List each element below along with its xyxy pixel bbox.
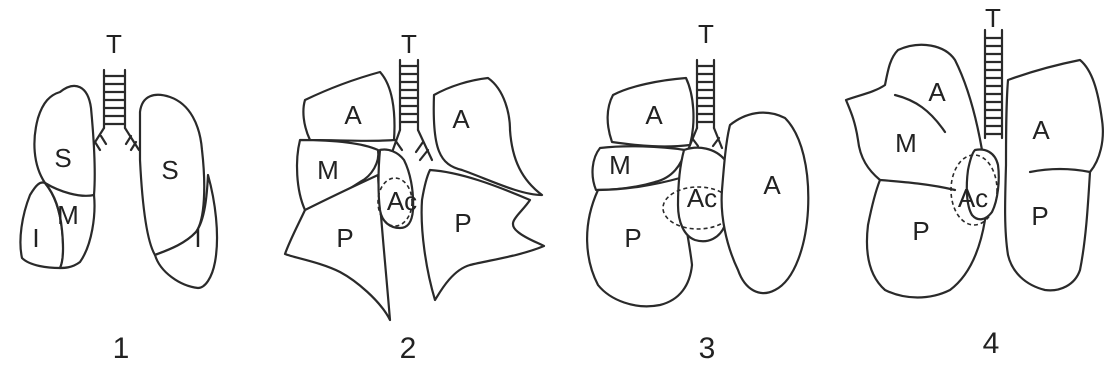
panel-1-left-superior-label: S: [54, 143, 71, 173]
panel-1-trachea-label: T: [106, 29, 122, 59]
panel-1-middle-label: M: [57, 200, 79, 230]
panel-1: T S I M S I 1: [20, 29, 217, 365]
panel-4-right-anterior-label: A: [1032, 115, 1050, 145]
panel-3-right-anterior-label: A: [763, 170, 781, 200]
panel-1-trachea: [90, 70, 139, 150]
panel-2-trachea: [390, 60, 432, 160]
panel-4-left-anterior-label: A: [928, 77, 946, 107]
panel-1-left-inferior-label: I: [32, 223, 39, 253]
panel-4-left-posterior-label: P: [912, 216, 929, 246]
panel-4-accessory-label: Ac: [958, 183, 988, 213]
panel-2-trachea-label: T: [401, 29, 417, 59]
panel-2-right-posterior-label: P: [454, 208, 471, 238]
panel-2-left-posterior-label: P: [336, 223, 353, 253]
panel-3-trachea-label: T: [698, 19, 714, 49]
panel-4-right-posterior-label: P: [1031, 201, 1048, 231]
panel-2-middle-label: M: [317, 155, 339, 185]
panel-2-number: 2: [400, 332, 417, 365]
panel-4-right-lung: [1005, 60, 1103, 290]
panel-1-left-superior-lobe: [34, 86, 94, 197]
panel-1-number: 1: [113, 332, 130, 365]
panel-1-right-inferior-label: I: [194, 223, 201, 253]
panel-3-middle-label: M: [609, 150, 631, 180]
panel-2: A M P Ac A P T 2: [285, 29, 544, 365]
panel-3-accessory-label: Ac: [687, 183, 717, 213]
panel-4-middle-label: M: [895, 128, 917, 158]
panel-3: A M P Ac A T 3: [587, 19, 808, 365]
panel-1-right-superior-label: S: [161, 155, 178, 185]
panel-3-left-anterior-label: A: [645, 100, 663, 130]
panel-4-left-lung: [846, 45, 986, 298]
panel-3-right-anterior-lobe: [722, 113, 809, 293]
panel-2-right-anterior-label: A: [452, 104, 470, 134]
panel-4-trachea: [985, 30, 1002, 138]
panel-2-left-anterior-label: A: [344, 100, 362, 130]
panel-3-left-posterior-label: P: [624, 223, 641, 253]
panel-4: A M P Ac A P T 4: [846, 3, 1103, 360]
panel-3-number: 3: [699, 332, 716, 365]
panel-4-trachea-label: T: [985, 3, 1001, 33]
panel-4-number: 4: [983, 327, 1000, 360]
panel-2-accessory-label: Ac: [387, 186, 417, 216]
